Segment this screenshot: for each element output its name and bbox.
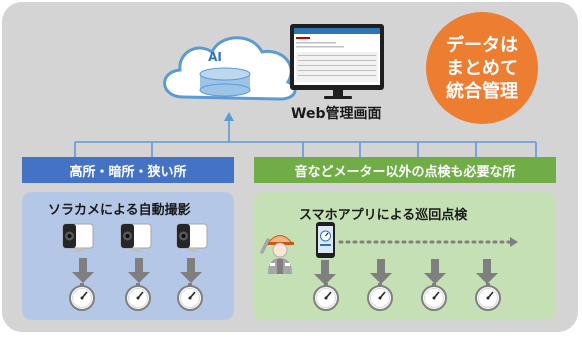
dotted-arrow-icon	[338, 237, 518, 247]
down-arrow-icon-left-1	[72, 258, 94, 283]
database-icon	[199, 67, 251, 97]
camera-icon-3	[176, 223, 208, 253]
right-group-header: 音などメーター以外の点検も必要な所	[254, 157, 556, 183]
left-group-header: 高所・暗所・狭い所	[22, 157, 234, 183]
right-group-panel	[254, 192, 556, 320]
left-header-text: 高所・暗所・狭い所	[69, 164, 187, 180]
down-arrow-icon-right-4	[476, 259, 498, 284]
monitor-caption: Web管理画面	[291, 106, 382, 122]
gauge-icon-left-2	[125, 282, 151, 311]
connector-lines	[74, 120, 537, 157]
up-arrow-icon	[224, 112, 234, 121]
badge-text: データは まとめて 統合管理	[446, 34, 518, 102]
gauge-icon-right-4	[475, 282, 501, 311]
gauge-icon-right-1	[313, 282, 339, 311]
down-arrow-icon-left-3	[180, 258, 202, 283]
right-group-title: スマホアプリによる巡回点検	[299, 208, 468, 223]
down-arrow-icon-right-2	[370, 259, 392, 284]
gauge-icon-left-3	[177, 282, 203, 311]
down-arrow-icon-right-1	[314, 260, 336, 285]
integration-badge: データは まとめて 統合管理	[426, 12, 538, 124]
left-group-title: ソラカメによる自動撮影	[48, 203, 191, 218]
worker-icon	[260, 235, 294, 274]
smartphone-icon	[316, 222, 335, 258]
camera-icon-1	[62, 223, 94, 253]
right-header-text: 音などメーター以外の点検も必要な所	[294, 164, 516, 180]
down-arrow-icon-right-3	[424, 259, 446, 284]
monitor-icon	[290, 24, 384, 99]
camera-icon-2	[120, 223, 152, 253]
gauge-icon-right-3	[421, 282, 447, 311]
gauge-icon-left-1	[69, 282, 95, 311]
gauge-icon-right-2	[367, 282, 393, 311]
cloud-label: AI	[208, 50, 222, 64]
down-arrow-icon-left-2	[128, 258, 150, 283]
